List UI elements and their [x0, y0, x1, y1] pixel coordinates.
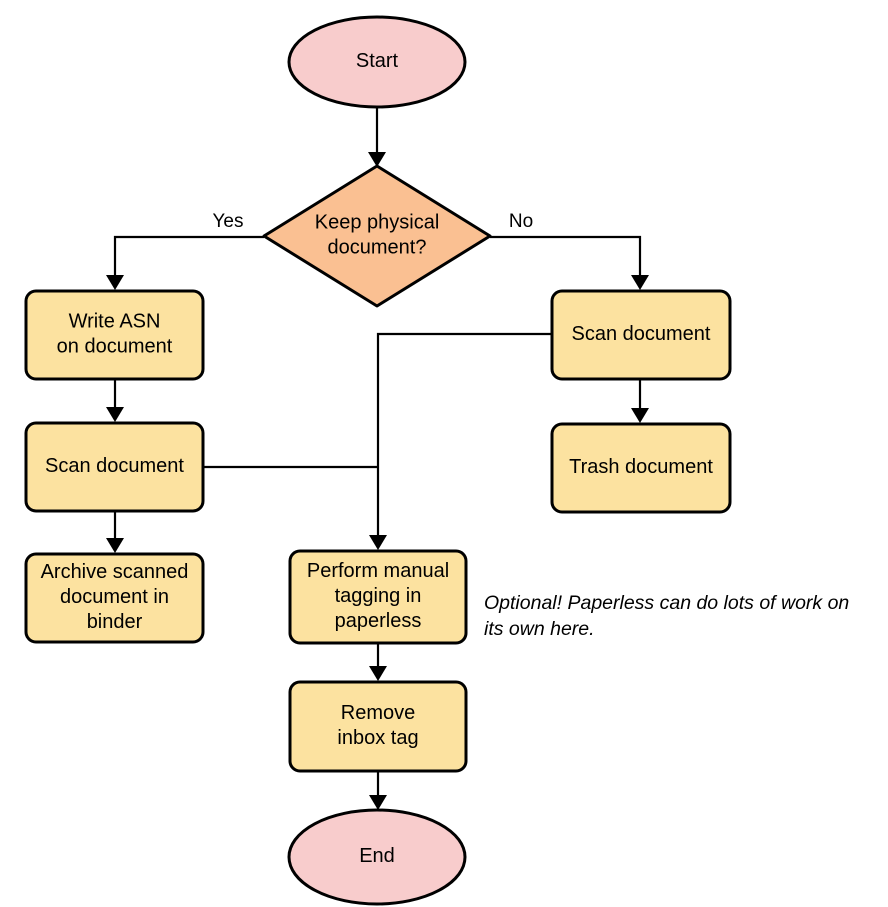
process-shape: [550, 289, 732, 381]
edge-manual-tagging-to-remove-inbox: [369, 643, 387, 681]
edge-decision-yes-to-write-asn: Yes: [106, 211, 264, 290]
process-shape: [24, 421, 205, 513]
arrow-head: [369, 795, 387, 810]
terminator-shape: [287, 808, 467, 906]
edge-decision-no-to-scan-right: No: [490, 211, 649, 290]
node-label: Trash document: [569, 456, 713, 478]
node-label: Start: [356, 50, 399, 72]
node-trash-document[interactable]: Trash document: [550, 422, 732, 514]
edge-remove-inbox-to-end: [369, 771, 387, 810]
edges-layer: Yes No: [106, 107, 649, 810]
process-shape: [24, 552, 205, 644]
edge-scan-right-to-manual-tagging: [369, 332, 552, 550]
edge-scan-right-to-trash: [631, 379, 649, 423]
arrow-head: [631, 408, 649, 423]
node-scan-document-right[interactable]: Scan document: [550, 289, 732, 381]
node-end[interactable]: End: [287, 808, 467, 906]
arrow-head: [106, 538, 124, 553]
decision-shape: [262, 164, 492, 308]
arrow-head: [631, 275, 649, 290]
process-shape: [288, 549, 468, 645]
arrow-head: [106, 407, 124, 422]
arrow-head: [368, 152, 386, 167]
edge-scan-left-to-archive: [106, 511, 124, 553]
edge-write-asn-to-scan-left: [106, 379, 124, 422]
process-shape: [288, 680, 468, 773]
process-shape: [550, 422, 732, 514]
arrow-head: [369, 666, 387, 681]
node-label: Scan document: [45, 455, 184, 477]
edge-label-no: No: [509, 211, 533, 232]
edge-label-yes: Yes: [213, 211, 244, 232]
terminator-shape: [287, 15, 467, 109]
annotations-layer: Optional! Paperless can do lots of work …: [484, 592, 849, 640]
node-start[interactable]: Start: [287, 15, 467, 109]
arrow-head: [106, 275, 124, 290]
annotation-optional-note: Optional! Paperless can do lots of work …: [484, 592, 849, 640]
node-scan-document-left[interactable]: Scan document: [24, 421, 205, 513]
arrow-head: [369, 535, 387, 550]
node-label: End: [359, 845, 395, 867]
node-label: Scan document: [572, 323, 711, 345]
edge-start-to-decision: [368, 107, 386, 167]
process-shape: [24, 289, 205, 381]
